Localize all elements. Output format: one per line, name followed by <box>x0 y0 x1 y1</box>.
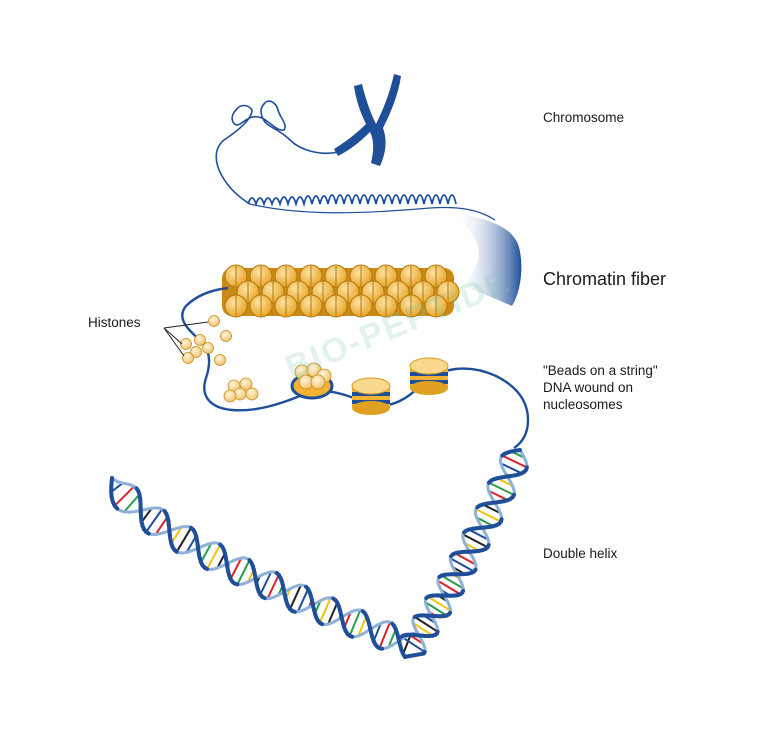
chromatin-loop <box>215 100 522 306</box>
nucleosome <box>351 377 391 415</box>
label-beads-line-2: DNA wound on <box>543 380 634 395</box>
label-histones: Histones <box>88 315 141 330</box>
histones-pointer-lines <box>163 321 209 357</box>
chromatin-fiber <box>222 264 460 318</box>
beads-on-string <box>163 286 530 449</box>
label-beads-on-string: "Beads on a string" DNA wound on nucleos… <box>543 362 743 413</box>
chromosome <box>334 74 401 166</box>
free-histones <box>180 315 232 366</box>
histone-octamer <box>223 377 259 403</box>
label-beads-line-1: "Beads on a string" <box>543 363 658 378</box>
label-chromosome: Chromosome <box>543 110 625 125</box>
double-helix <box>109 448 529 659</box>
label-double-helix: Double helix <box>543 546 618 561</box>
label-beads-line-3: nucleosomes <box>543 397 623 412</box>
nucleosome <box>409 357 449 395</box>
label-chromatin-fiber: Chromatin fiber <box>543 269 667 289</box>
nucleosome-octamer <box>290 362 334 400</box>
